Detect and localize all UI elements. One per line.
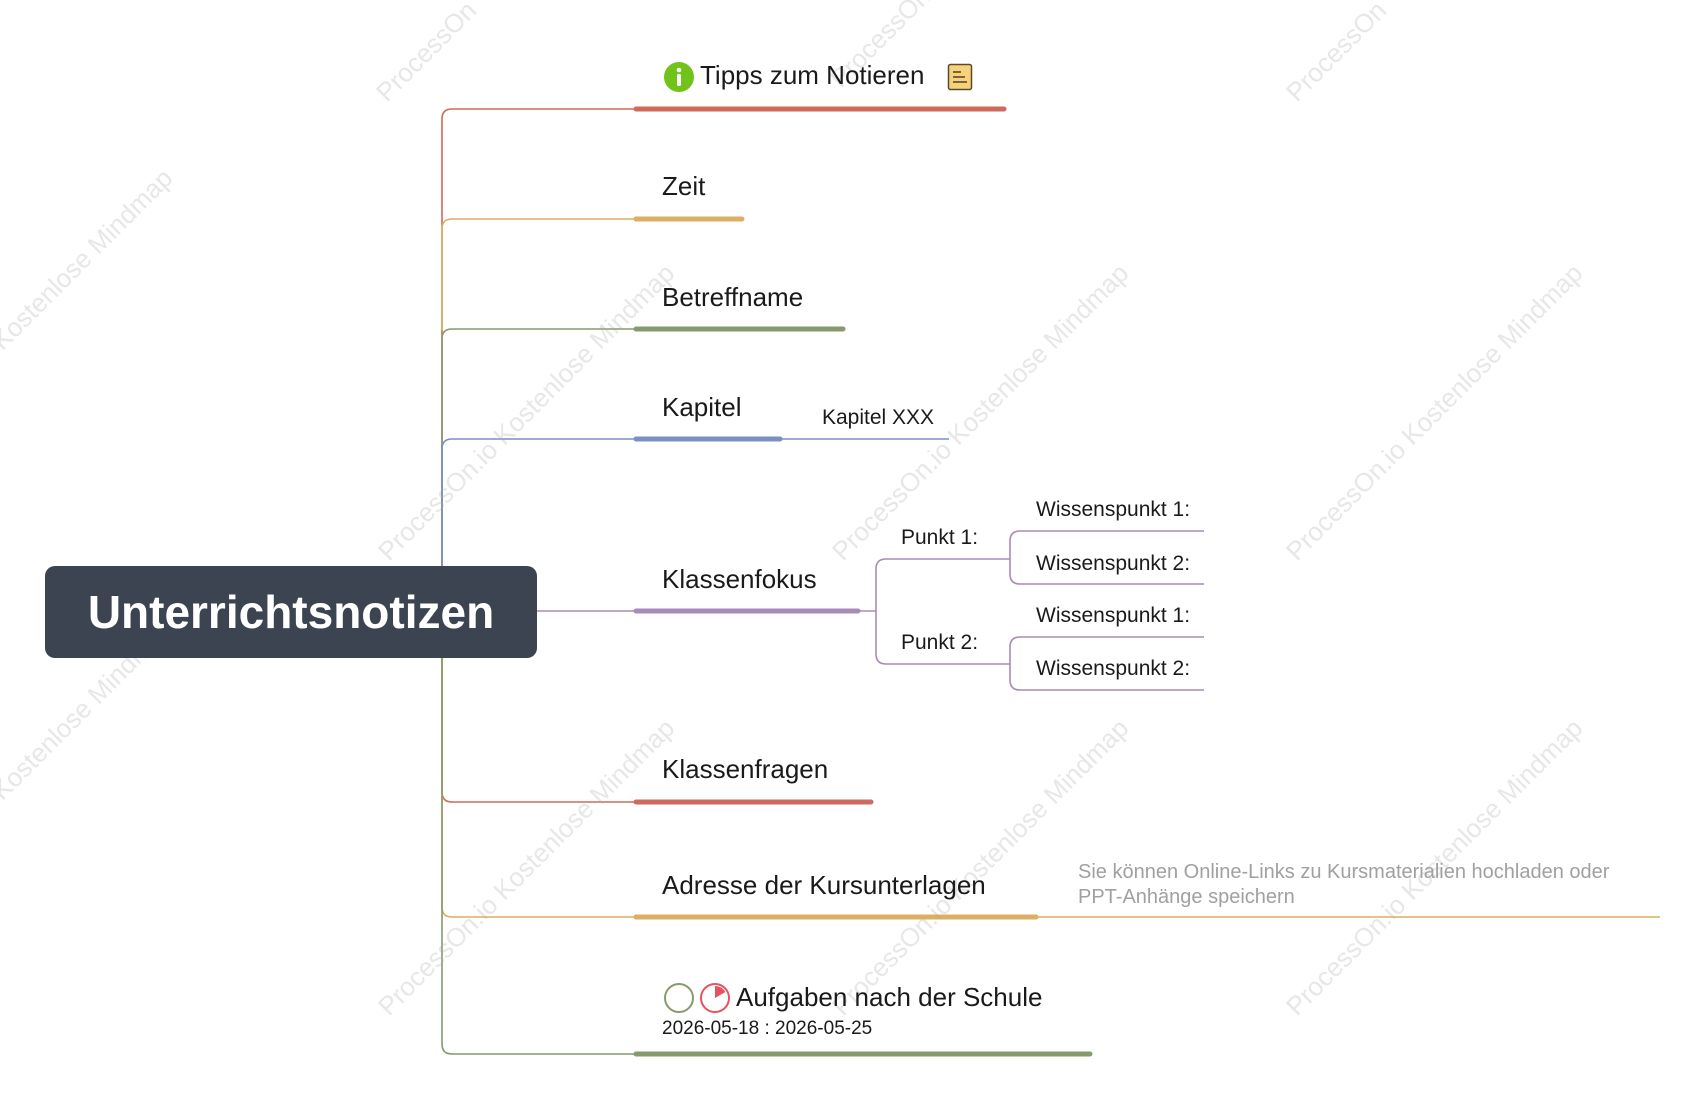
connector-tipps: [441, 108, 636, 566]
note-icon[interactable]: [947, 63, 973, 91]
subnode-punkt-1[interactable]: Punkt 1:: [901, 526, 979, 549]
branch-zeit[interactable]: Zeit: [662, 171, 706, 201]
connector-p1-w2: [1009, 559, 1204, 585]
connector-zeit: [441, 218, 636, 330]
subnode-kapitel-xxx[interactable]: Kapitel XXX: [822, 406, 935, 429]
branch-klassenfokus[interactable]: Klassenfokus: [662, 564, 817, 594]
subnode-punkt-2[interactable]: Punkt 2:: [901, 631, 979, 654]
connector-p2-w2: [1009, 664, 1204, 691]
adresse-note-line-1: Sie können Online-Links zu Kursmateriali…: [1078, 861, 1610, 883]
connector-betreff: [441, 328, 636, 566]
adresse-note-line-2: PPT-Anhänge speichern: [1078, 886, 1295, 908]
info-icon: [664, 62, 694, 92]
leaf-p2-wissenspunkt-2[interactable]: Wissenspunkt 2:: [1036, 657, 1191, 680]
leaf-p1-wissenspunkt-2[interactable]: Wissenspunkt 2:: [1036, 552, 1191, 575]
branch-tipps[interactable]: Tipps zum Notieren: [700, 60, 925, 90]
connector-fokus-punkt1: [858, 558, 1010, 612]
root-node[interactable]: Unterrichtsnotizen: [45, 566, 537, 658]
branch-klassenfragen[interactable]: Klassenfragen: [662, 754, 829, 784]
branch-adresse[interactable]: Adresse der Kursunterlagen: [662, 870, 986, 900]
root-label: Unterrichtsnotizen: [87, 586, 495, 638]
progress-pie-icon[interactable]: [699, 982, 731, 1014]
adresse-note[interactable]: Sie können Online-Links zu Kursmateriali…: [1078, 860, 1609, 910]
branch-aufgaben[interactable]: Aufgaben nach der Schule: [736, 982, 1043, 1012]
date-range: 2026-05-18 : 2026-05-25: [662, 1018, 873, 1039]
branch-kapitel[interactable]: Kapitel: [662, 392, 742, 422]
connector-p2-w1: [1009, 636, 1204, 664]
connector-aufgaben: [441, 658, 636, 1055]
branch-betreffname[interactable]: Betreffname: [662, 282, 804, 312]
connector-fokus-punkt2: [875, 611, 1010, 665]
connector-p1-w1: [1009, 530, 1204, 559]
connector-kapitel: [441, 438, 636, 566]
leaf-p2-wissenspunkt-1[interactable]: Wissenspunkt 1:: [1036, 604, 1191, 627]
circle-task-icon[interactable]: [663, 982, 695, 1014]
leaf-p1-wissenspunkt-1[interactable]: Wissenspunkt 1:: [1036, 498, 1191, 521]
